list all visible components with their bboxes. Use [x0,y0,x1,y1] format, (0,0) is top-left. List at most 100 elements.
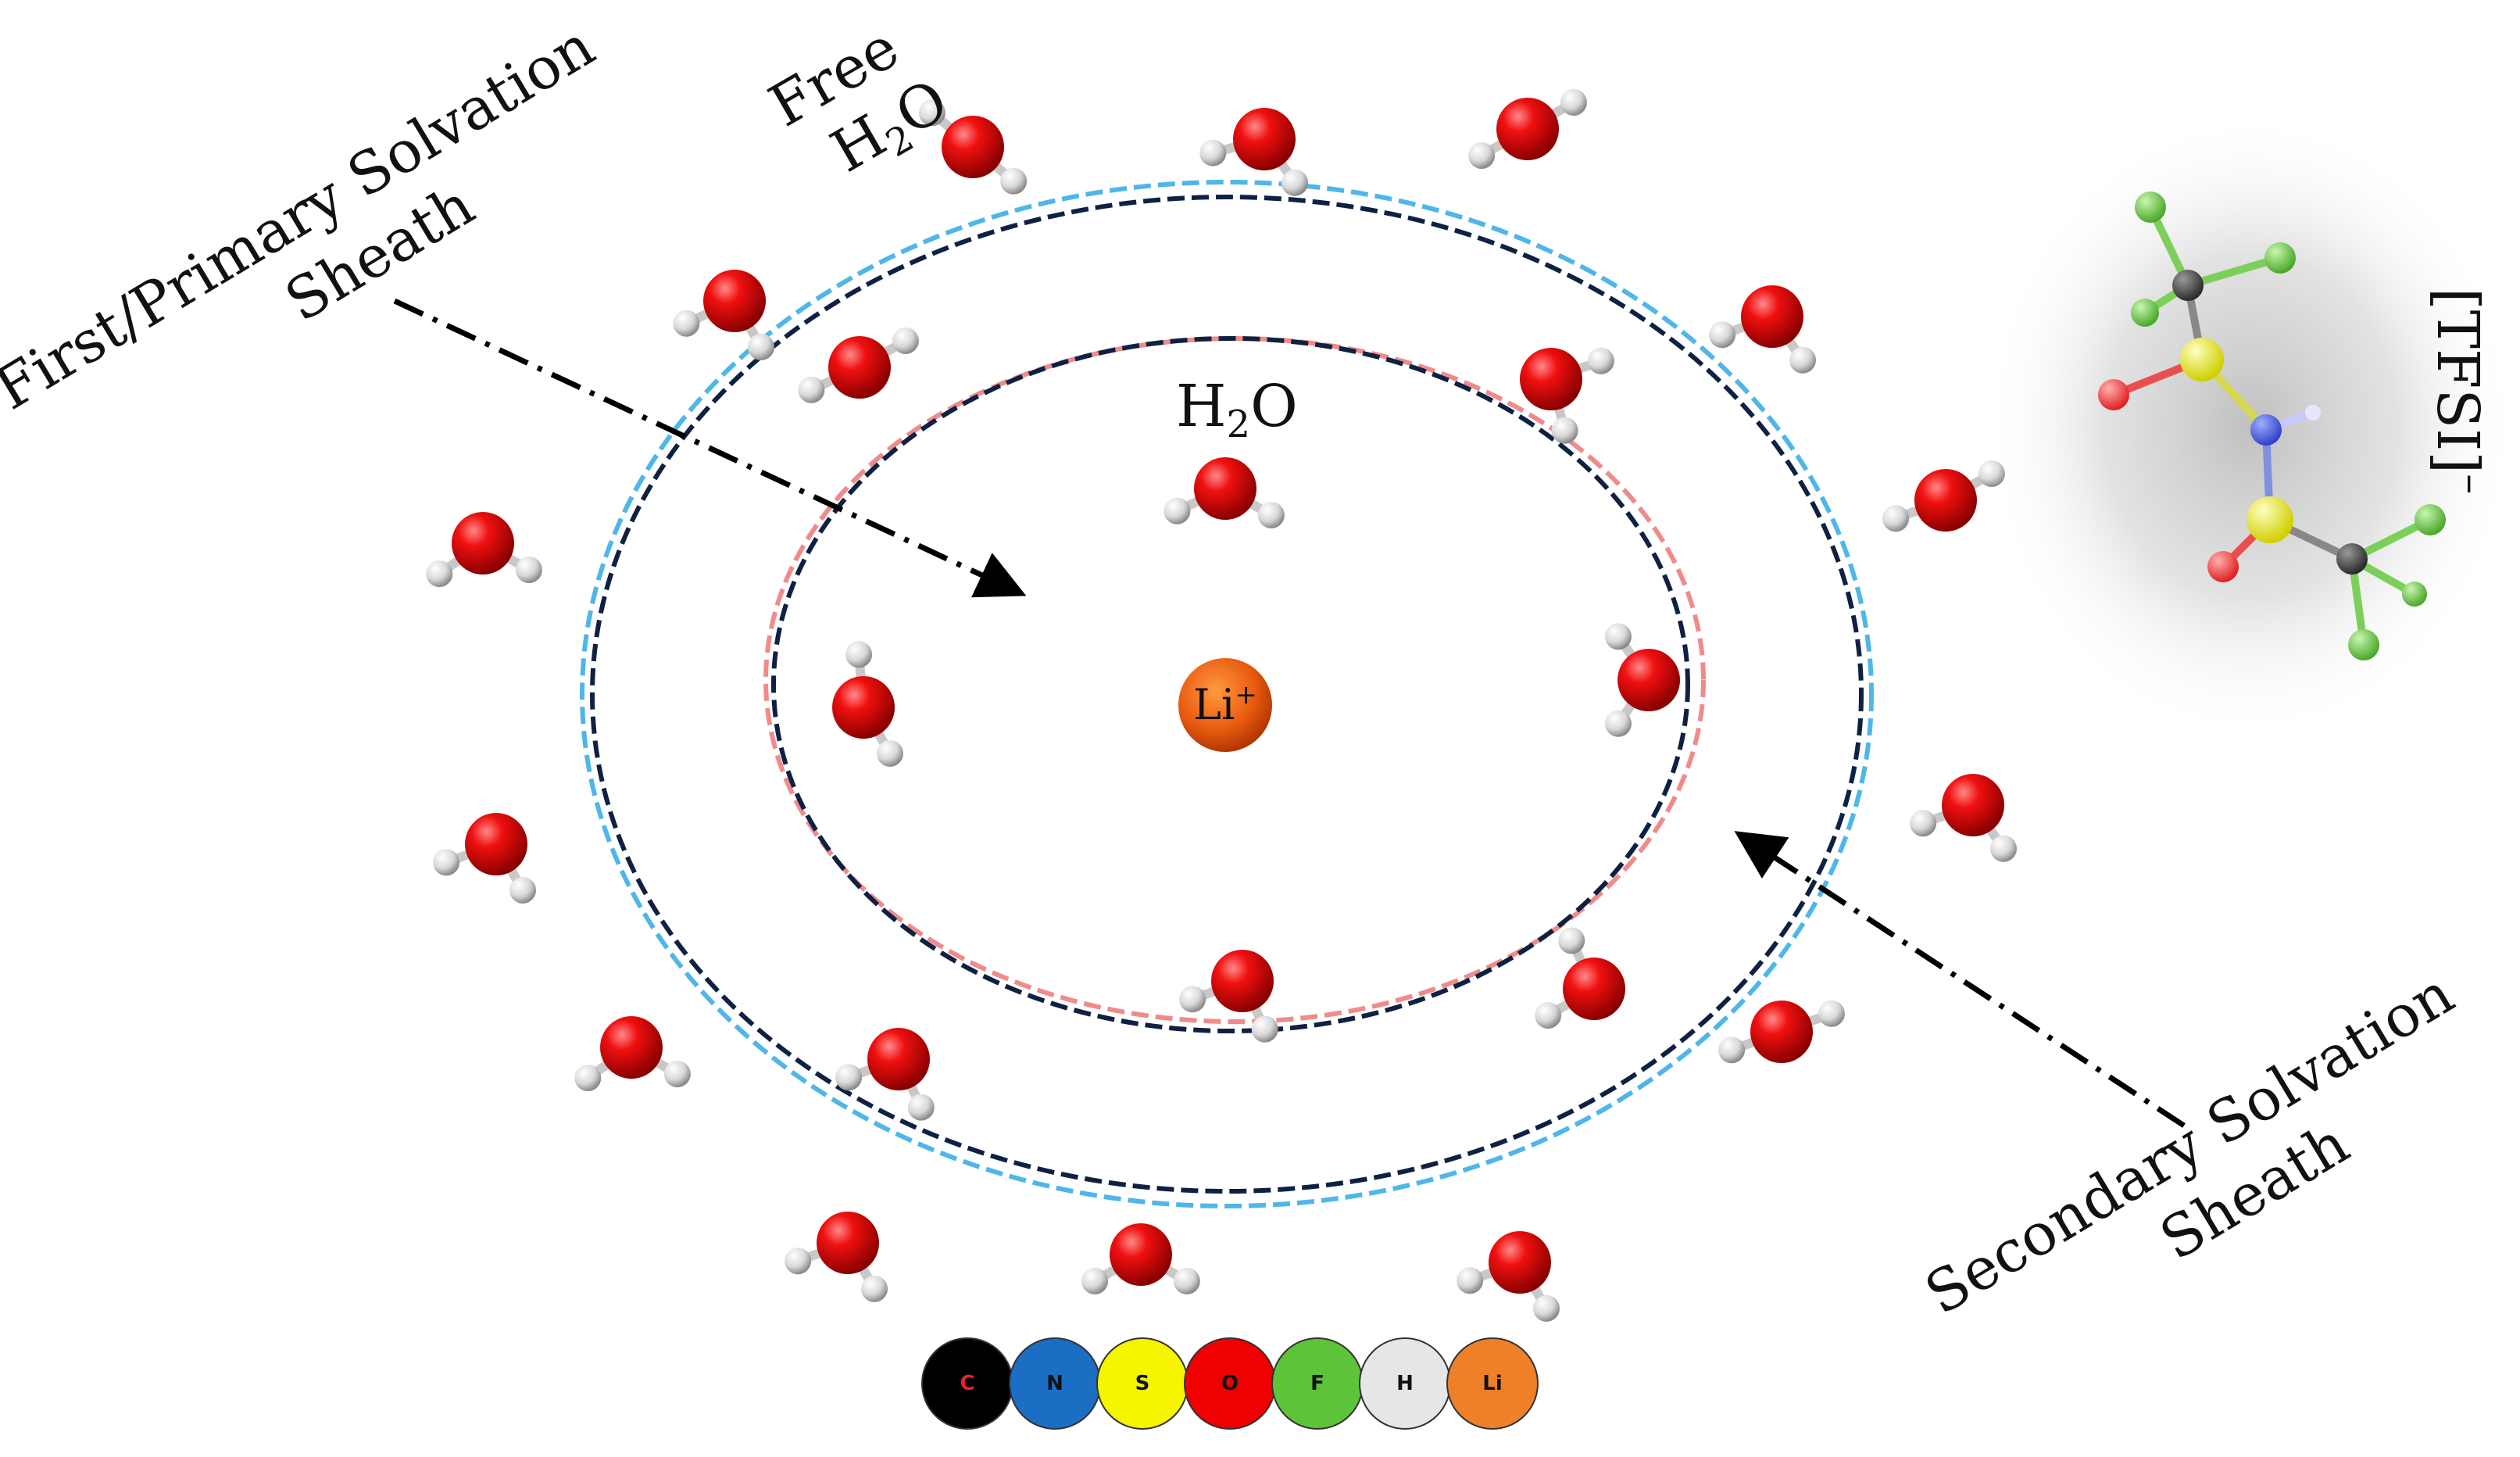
hydrogen-atom [1533,1294,1560,1322]
oxygen-atom [832,676,895,739]
hydrogen-atom [1587,347,1614,374]
hydrogen-atom [1604,710,1632,737]
oxygen-atom [452,512,514,575]
oxygen-atom [600,1016,663,1079]
hydrogen-atom [1709,321,1736,349]
secondary-sheath-arrow [1734,831,2186,1128]
hydrogen-atom [1163,497,1191,524]
water-molecule [1604,623,1680,737]
hydrogen-atom [907,1094,935,1121]
water-molecule [1081,1223,1200,1294]
hydrogen-atom [918,99,945,127]
hydrogen-atom [1468,142,1496,169]
oxygen-atom [1233,108,1296,170]
hydrogen-atom [1604,623,1632,650]
water-molecule [1718,1000,1845,1064]
hydrogen-atom [785,1248,812,1275]
hydrogen-atom [574,1065,602,1092]
free-h2o-label: Free H2O [759,14,960,186]
hydrogen-atom [835,1064,863,1091]
secondary-ring-inner [590,195,1864,1194]
secondary-ring-outer [580,180,1874,1208]
oxygen-atom [1489,1231,1551,1294]
hydrogen-atom [1173,1268,1200,1294]
legend-item-li: Li [1446,1337,1539,1430]
oxygen-atom [1496,98,1559,160]
oxygen-atom [1750,1001,1813,1063]
oxygen-atom [1942,774,2004,836]
legend-label: C [960,1372,974,1395]
primary-label-line1: First/Primary Solvation [0,13,606,424]
hydrogen-atom [1818,1000,1845,1027]
hydrogen-atom [1251,1015,1278,1043]
hydrogen-atom [1551,417,1578,444]
legend-label: S [1135,1372,1150,1395]
legend-label: Li [1482,1372,1502,1395]
hydrogen-atom [845,641,873,668]
water-molecule [574,1016,691,1092]
water-molecule [1882,460,2005,532]
oxygen-atom [703,270,766,332]
hydrogen-atom [1081,1268,1109,1294]
water-molecule [1199,108,1309,196]
oxygen-atom [817,1212,879,1274]
legend-item-s: S [1096,1337,1189,1430]
hydrogen-atom [1910,810,1937,837]
hydrogen-atom [1882,505,1910,532]
tfsi-anion: [TFSI]– [1985,113,2516,739]
secondary-solvation-rings [580,180,1874,1208]
oxygen-atom [1617,649,1680,711]
hydrogen-atom [1718,1036,1746,1064]
oxygen-atom [942,116,1004,178]
water-molecule [1457,1231,1560,1322]
oxygen-atom [828,336,891,399]
hydrogen-atom [426,560,453,588]
legend-label: O [1221,1372,1239,1395]
oxygen-atom [465,813,527,875]
oxygen-atom [867,1028,930,1090]
hydrogen-atom [892,328,919,354]
primary-solvation-rings [763,336,1706,1033]
oxygen-atom [1563,958,1625,1020]
water-molecule [1709,285,1817,374]
water-molecule [1468,89,1587,169]
oxygen-atom [1741,285,1803,348]
water-molecule [1520,347,1614,444]
hydrogen-atom [877,739,903,767]
element-legend: C N S O F H Li [921,1337,1539,1430]
li-label: Li [1193,680,1235,729]
water-molecule [832,641,903,767]
water-molecule [433,813,536,904]
hydrogen-atom [1789,346,1817,374]
hydrogen-atom [509,876,536,904]
primary-ring-navy [771,336,1690,1033]
legend-label: H [1396,1372,1414,1395]
hydrogen-atom [1000,167,1028,195]
hydrogen-atom [798,376,825,403]
water-molecule [798,328,919,403]
oxygen-atom [1914,469,1977,532]
hydrogen-atom [1558,927,1585,954]
legend-label: F [1310,1372,1324,1395]
legend-item-n: N [1009,1337,1101,1430]
water-molecule [1535,927,1625,1029]
oxygen-atom [1194,457,1256,520]
hydrogen-atom [1281,169,1309,196]
inner-h2o-label: H2O [1176,373,1298,446]
hydrogen-atom [1560,89,1587,116]
hydrogen-atom [1179,986,1206,1013]
oxygen-atom [1520,348,1582,410]
hydrogen-atom [1990,835,2018,862]
hydrogen-atom [673,310,700,337]
water-molecule [835,1028,935,1121]
secondary-sheath-label: Secondary Solvation Sheath [1914,960,2465,1328]
hydrogen-atom [663,1061,691,1087]
oxygen-atom [1211,950,1274,1012]
lithium-ion: Li+ [1178,658,1272,752]
legend-item-c: C [921,1337,1013,1430]
water-molecule [673,270,774,360]
li-charge: + [1235,679,1257,711]
legend-item-f: F [1271,1337,1364,1430]
water-molecule [918,99,1028,195]
